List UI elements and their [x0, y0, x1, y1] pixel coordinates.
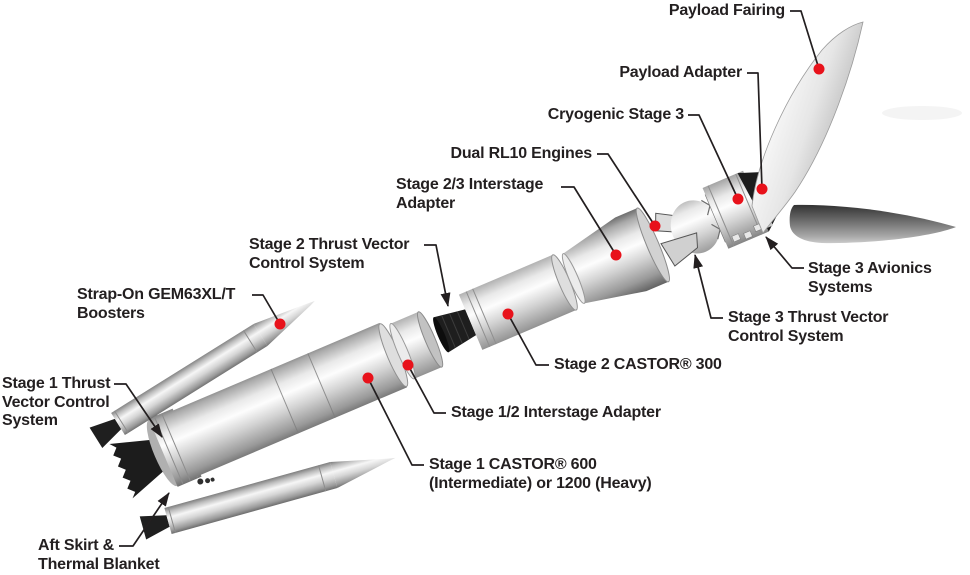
marker-dot-stage-2-3-interstage-adapter: [610, 249, 622, 261]
booster-lower-nozzle: [139, 515, 170, 540]
stage-1-engine-nozzle: [109, 439, 166, 499]
marker-dot-dual-rl10-engines: [649, 220, 661, 232]
payload-fairing-half-upper: [751, 21, 864, 234]
rl10-engine-lower: [660, 232, 699, 267]
marker-dot-strap-on-boosters: [274, 318, 286, 330]
marker-dot-cryogenic-stage-3: [732, 193, 744, 205]
leader-aft-skirt-thermal-blanket: [119, 492, 170, 547]
stage-3-avionics-ring: [702, 170, 769, 249]
marker-dot-stage-1-2-interstage-adapter: [402, 359, 414, 371]
leader-stage-2-tvc: [424, 244, 451, 307]
marker-dot-stage-1-castor-600: [362, 372, 374, 384]
avionics-panels: [731, 223, 762, 243]
booster-upper-nozzle: [89, 418, 122, 448]
payload-fairing-half-lower: [789, 204, 956, 244]
leader-stage-1-tvc: [114, 383, 163, 438]
core-stack: [109, 170, 781, 499]
interstage-1-2-ring: [390, 311, 442, 379]
leader-payload-fairing: [790, 10, 820, 70]
leader-stage-1-2-interstage-adapter: [407, 364, 446, 414]
leader-strap-on-boosters: [252, 294, 281, 325]
leader-stage-2-castor-300: [507, 313, 549, 366]
stage-1-body: [164, 322, 407, 479]
leader-stage-3-tvc: [693, 254, 723, 319]
stage-2-nozzle: [433, 309, 477, 353]
booster-lower: [139, 457, 396, 540]
leader-stage-3-avionics: [765, 236, 804, 269]
marker-dot-payload-adapter: [756, 183, 768, 195]
leader-stage-2-3-interstage-adapter: [561, 186, 617, 256]
marker-dot-stage-2-castor-300: [502, 308, 514, 320]
leader-dual-rl10-engines: [597, 153, 656, 227]
fairing-shadow: [882, 106, 962, 120]
leader-cryogenic-stage-3: [688, 114, 739, 200]
leader-payload-adapter: [747, 72, 763, 190]
marker-dot-payload-fairing: [813, 63, 825, 75]
leader-stage-1-castor-600: [367, 377, 424, 466]
